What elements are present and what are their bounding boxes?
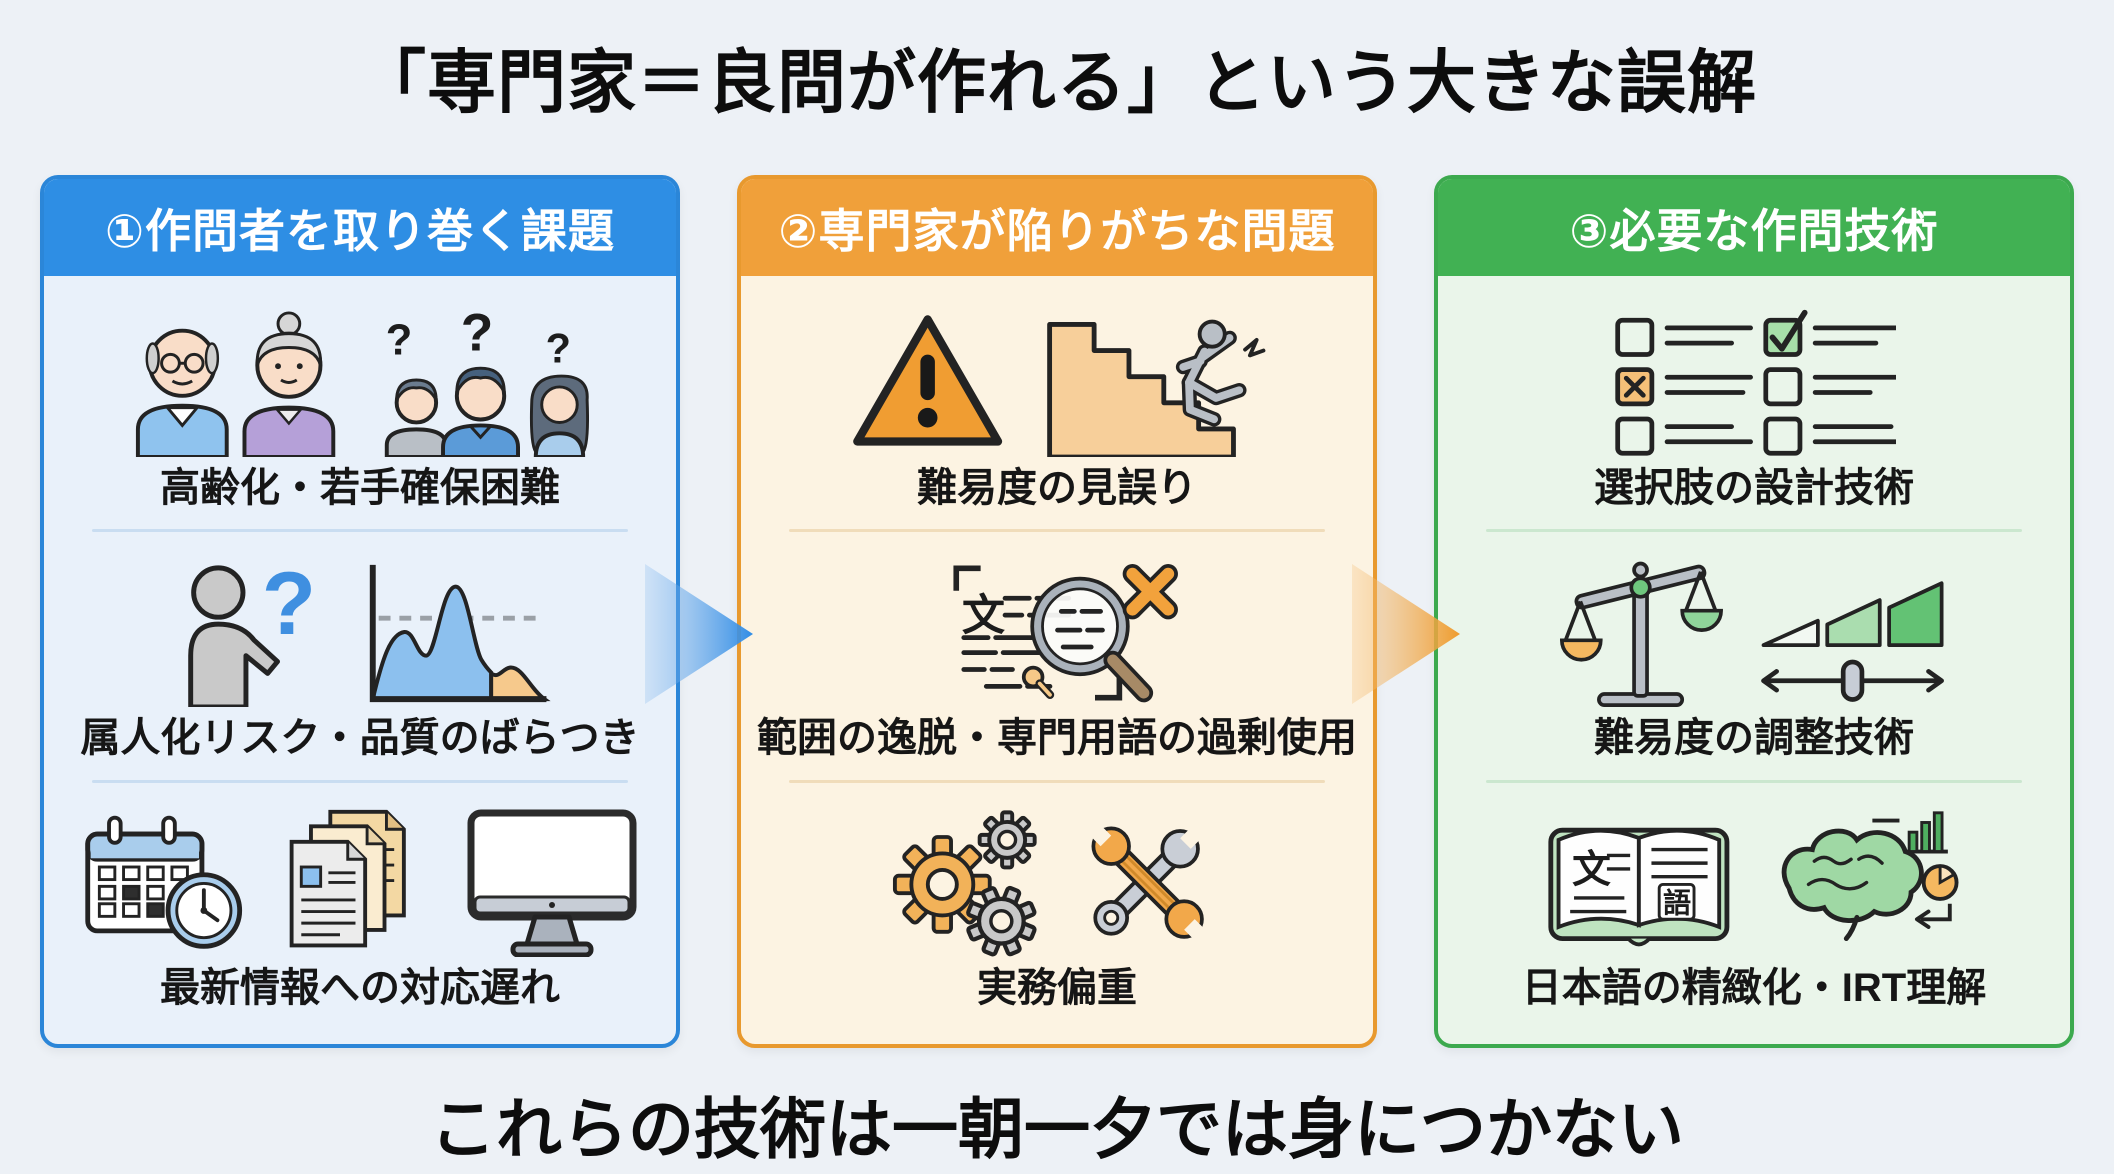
difficulty-slider-icon [1761,581,1945,702]
wrenches-icon [1086,821,1210,945]
question-mark-glyph: ? [461,307,494,362]
item-icons [892,802,1222,962]
list-item: 難易度の調整技術 [1450,532,2058,779]
item-icons [848,302,1266,462]
item-icons [80,802,639,962]
list-item: 実務偏重 [753,783,1361,1030]
panel-body: ? ? ? [44,276,676,1044]
gears-icon [892,810,1037,957]
item-icons: ? [167,552,552,712]
divider [1486,779,2022,783]
divider [92,529,628,533]
balance-scale-icon [1559,561,1723,707]
doc-char-glyph: 文 [962,592,1006,640]
list-item: ? ? ? [56,282,664,529]
stairs-fall-icon [1047,319,1266,457]
panel-body: 難易度の見誤り 文 [741,276,1373,1044]
item-label: 実務偏重 [977,966,1137,1011]
list-item: ? 属人化リスク・品質のばらつき [56,532,664,779]
item-label: 難易度の見誤り [917,465,1197,510]
item-label: 属人化リスク・品質のばらつき [80,715,640,760]
panel-header: ②専門家が陥りがちな問題 [741,179,1373,276]
item-label: 高齢化・若手確保困難 [160,465,560,510]
open-book-icon: 文 語 [1548,828,1730,947]
young-people-question-icon: ? ? ? [384,307,590,457]
document-magnifier-icon: 文 [953,564,1179,703]
panels-row: ①作問者を取り巻く課題 [40,175,2074,1048]
page-footer: これらの技術は一朝一夕では身につかない [430,1092,1684,1166]
arrow-right-icon [645,564,753,704]
list-item: 選択肢の設計技術 [1450,282,2058,529]
elderly-couple-icon [135,311,336,457]
panel-expert-pitfalls: ②専門家が陥りがちな問題 [737,175,1377,1048]
question-mark-glyph: ? [546,324,571,371]
panel-required-skills: ③必要な作問技術 [1434,175,2074,1048]
page-title: 「専門家＝良問が作れる」という大きな誤解 [357,44,1757,121]
panel-challenges: ①作問者を取り巻く課題 [40,175,680,1048]
item-label: 範囲の逸脱・専門用語の過剰使用 [757,715,1357,760]
divider [92,779,628,783]
divider [789,529,1325,533]
item-label: 選択肢の設計技術 [1594,465,1914,510]
panel-header: ③必要な作問技術 [1438,179,2070,276]
panel-header-label: ①作問者を取り巻く課題 [105,204,615,257]
divider [789,779,1325,783]
list-item: 文 [753,532,1361,779]
list-item: 最新情報への対応遅れ [56,783,664,1030]
panel-body: 選択肢の設計技術 [1438,276,2070,1044]
item-label: 難易度の調整技術 [1594,715,1914,760]
book-left-char-glyph: 文 [1573,849,1612,892]
item-icons [1612,302,1897,462]
monitor-icon [467,809,637,958]
warning-triangle-icon [853,314,1003,446]
item-icons: 文 [930,552,1183,712]
brain-analytics-icon [1781,811,1959,942]
panel-header-label: ③必要な作問技術 [1569,204,1939,257]
item-label: 日本語の精緻化・IRT理解 [1521,966,1987,1011]
item-label: 最新情報への対応遅れ [160,966,560,1011]
person-question-icon: ? [188,557,316,707]
checklist-icon [1614,309,1897,456]
panel-header-label: ②専門家が陥りがちな問題 [778,204,1336,257]
item-icons [1559,552,1949,712]
item-icons: ? ? ? [131,302,590,462]
calendar-clock-icon [85,816,243,950]
documents-icon [289,810,406,948]
book-right-char-glyph: 語 [1664,887,1692,919]
distribution-chart-icon [370,564,551,703]
list-item: 文 語 [1450,783,2058,1030]
arrow-right-icon [1352,564,1460,704]
question-mark-glyph: ? [262,557,316,653]
list-item: 難易度の見誤り [753,282,1361,529]
panel-header: ①作問者を取り巻く課題 [44,179,676,276]
item-icons: 文 語 [1545,802,1962,962]
question-mark-glyph: ? [386,316,413,364]
divider [1486,529,2022,533]
